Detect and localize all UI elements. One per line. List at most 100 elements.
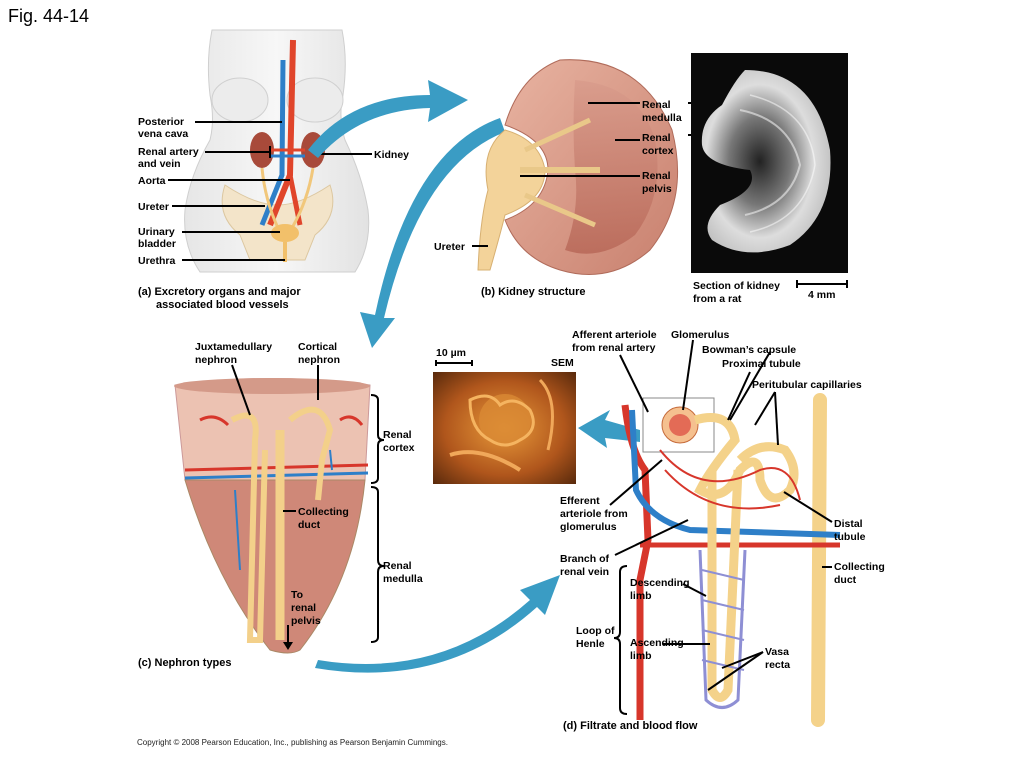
svg-text:cortex: cortex	[642, 145, 674, 157]
label-to-renal-pelvis-1: To	[291, 589, 303, 601]
svg-text:Distal: Distal	[834, 518, 863, 530]
label-efferent-2: arteriole from	[560, 508, 628, 520]
rat-kidney-micrograph	[691, 53, 848, 273]
svg-text:arteriole from: arteriole from	[560, 508, 628, 520]
panel-a-labels: Posterior vena cava Renal artery and vei…	[138, 116, 409, 311]
svg-text:Collecting: Collecting	[834, 561, 885, 573]
label-cortical-1: Cortical	[298, 341, 337, 353]
svg-text:glomerulus: glomerulus	[560, 521, 617, 533]
label-renal-cortex-c-1: Renal	[383, 429, 412, 441]
label-section-kidney-1: Section of kidney	[693, 280, 780, 292]
svg-text:nephron: nephron	[298, 354, 340, 366]
label-ascending-2: limb	[630, 650, 652, 662]
svg-text:from renal artery: from renal artery	[572, 342, 656, 354]
svg-text:Collecting: Collecting	[298, 506, 349, 518]
label-posterior-vena-cava-2: vena cava	[138, 128, 188, 140]
panel-a-illustration	[184, 29, 370, 273]
svg-text:Cortical: Cortical	[298, 341, 337, 353]
svg-text:bladder: bladder	[138, 238, 176, 250]
label-efferent-1: Efferent	[560, 495, 600, 507]
label-collecting-duct-d-2: duct	[834, 574, 857, 586]
panel-b-labels: Renal medulla Renal cortex Renal pelvis …	[434, 99, 682, 298]
label-to-renal-pelvis-3: pelvis	[291, 615, 321, 627]
svg-text:Loop of: Loop of	[576, 625, 615, 637]
label-aorta: Aorta	[138, 175, 166, 187]
svg-text:Renal artery: Renal artery	[138, 146, 199, 158]
label-afferent-1: Afferent arteriole	[572, 329, 657, 341]
scale-bar-4mm	[796, 280, 848, 288]
caption-a-line2: associated blood vessels	[156, 299, 289, 311]
label-juxtamedullary-1: Juxtamedullary	[195, 341, 272, 353]
svg-text:duct: duct	[834, 574, 857, 586]
svg-text:nephron: nephron	[195, 354, 237, 366]
label-kidney: Kidney	[374, 149, 409, 161]
figure-title: Fig. 44-14	[8, 6, 90, 26]
panel-c-labels: Juxtamedullary nephron Cortical nephron …	[138, 341, 423, 669]
label-descending-1: Descending	[630, 577, 690, 589]
svg-text:Efferent: Efferent	[560, 495, 600, 507]
label-renal-cortex-b-2: cortex	[642, 145, 674, 157]
label-renal-artery-vein-1: Renal artery	[138, 146, 199, 158]
label-descending-2: limb	[630, 590, 652, 602]
label-renal-pelvis-b-1: Renal	[642, 170, 671, 182]
svg-text:Descending: Descending	[630, 577, 690, 589]
svg-text:limb: limb	[630, 650, 652, 662]
label-afferent-2: from renal artery	[572, 342, 656, 354]
label-proximal: Proximal tubule	[722, 358, 801, 370]
label-10um: 10 µm	[436, 347, 466, 359]
rat-labels: Section of kidney from a rat 4 mm	[693, 280, 848, 305]
panel-d-labels: Afferent arteriole from renal artery Glo…	[560, 329, 885, 732]
panel-d-leaders	[609, 339, 833, 715]
svg-text:Renal: Renal	[642, 99, 671, 111]
panel-c-leaders	[231, 364, 385, 650]
svg-text:medulla: medulla	[383, 573, 423, 585]
label-glomerulus: Glomerulus	[671, 329, 730, 341]
label-ureter-b: Ureter	[434, 241, 465, 253]
label-loop-1: Loop of	[576, 625, 615, 637]
label-ureter-a: Ureter	[138, 201, 169, 213]
label-section-kidney-2: from a rat	[693, 293, 742, 305]
caption-a-line1: (a) Excretory organs and major	[138, 286, 301, 298]
label-peritubular: Peritubular capillaries	[752, 379, 862, 391]
label-collecting-duct-d-1: Collecting	[834, 561, 885, 573]
label-renal-medulla-b-2: medulla	[642, 112, 682, 124]
caption-d: (d) Filtrate and blood flow	[563, 720, 698, 732]
label-branch-vein-2: renal vein	[560, 566, 609, 578]
label-renal-cortex-c-2: cortex	[383, 442, 415, 454]
label-vasa-recta-1: Vasa	[765, 646, 789, 658]
label-efferent-3: glomerulus	[560, 521, 617, 533]
svg-text:Branch of: Branch of	[560, 553, 610, 565]
label-renal-medulla-c-1: Renal	[383, 560, 412, 572]
label-ascending-1: Ascending	[630, 637, 684, 649]
svg-text:Ascending: Ascending	[630, 637, 684, 649]
sem-micrograph	[433, 372, 576, 484]
label-vasa-recta-2: recta	[765, 659, 790, 671]
sem-labels: 10 µm SEM	[435, 347, 574, 369]
svg-text:Posterior: Posterior	[138, 116, 184, 128]
svg-text:renal vein: renal vein	[560, 566, 609, 578]
caption-b: (b) Kidney structure	[481, 286, 586, 298]
panel-a-leaders	[168, 121, 372, 261]
label-renal-artery-vein-2: and vein	[138, 158, 181, 170]
label-renal-medulla-c-2: medulla	[383, 573, 423, 585]
label-urethra: Urethra	[138, 255, 176, 267]
label-sem: SEM	[551, 357, 574, 369]
panel-d-illustration	[621, 393, 841, 727]
label-distal-2: tubule	[834, 531, 866, 543]
label-urinary-bladder-2: bladder	[138, 238, 176, 250]
panel-c-illustration	[174, 378, 371, 654]
svg-text:Afferent arteriole: Afferent arteriole	[572, 329, 657, 341]
label-to-renal-pelvis-2: renal	[291, 602, 316, 614]
label-branch-vein-1: Branch of	[560, 553, 610, 565]
svg-text:medulla: medulla	[642, 112, 682, 124]
scale-bar-10um	[435, 360, 473, 366]
svg-text:Section of kidney: Section of kidney	[693, 280, 780, 292]
label-bowmans: Bowman’s capsule	[702, 344, 796, 356]
svg-text:vena cava: vena cava	[138, 128, 188, 140]
panel-b-illustration	[477, 59, 679, 275]
svg-text:Vasa: Vasa	[765, 646, 789, 658]
caption-c: (c) Nephron types	[138, 657, 232, 669]
label-cortical-2: nephron	[298, 354, 340, 366]
svg-text:Renal: Renal	[383, 560, 412, 572]
svg-text:Renal: Renal	[383, 429, 412, 441]
